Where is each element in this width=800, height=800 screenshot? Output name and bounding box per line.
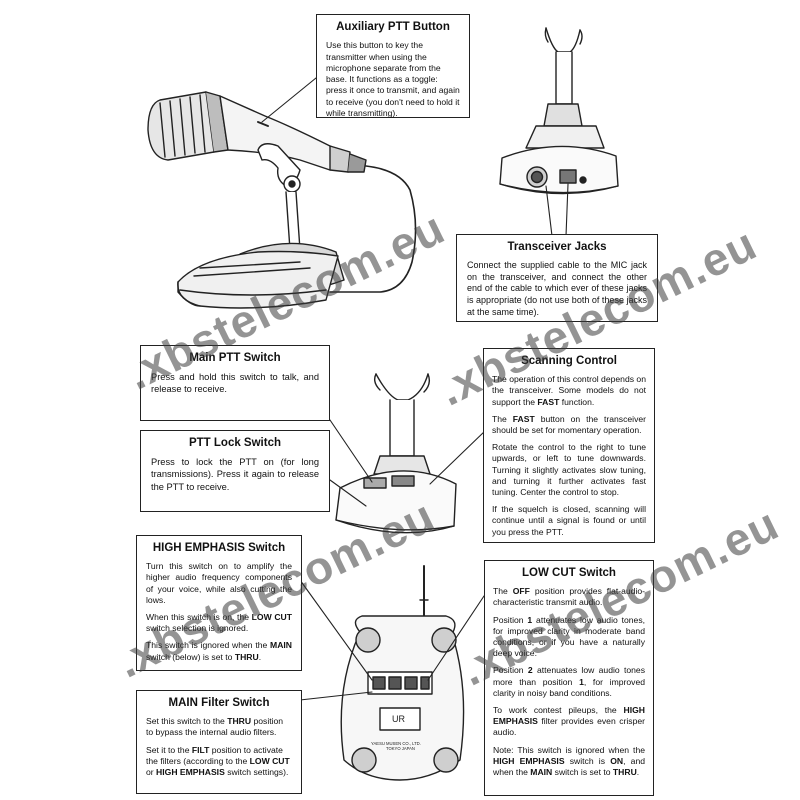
low-cut-p1: The OFF position provides flat-audio-cha… xyxy=(493,586,645,608)
main-filter-p2: Set it to the FILT position to activate … xyxy=(146,744,290,778)
scanning-p3: Rotate the control to the right to tune … xyxy=(492,442,646,498)
main-ptt-text: Press and hold this switch to talk, and … xyxy=(151,372,319,395)
low-cut-p4: To work contest pileups, the HIGH EMPHAS… xyxy=(493,705,646,738)
ptt-lock-callout: PTT Lock Switch Press to lock the PTT on… xyxy=(140,430,330,512)
high-emphasis-p3: This switch is ignored when the MAIN swi… xyxy=(146,640,292,662)
ptt-lock-title: PTT Lock Switch xyxy=(188,437,281,449)
main-ptt-callout: Main PTT Switch Press and hold this swit… xyxy=(140,345,330,421)
high-emphasis-p1: Turn this switch on to amplify the highe… xyxy=(146,561,292,605)
auxiliary-ptt-text: Use this button to key the transmitter w… xyxy=(326,40,460,118)
base-maker-label: YAESU MUSEN CO., LTD. xyxy=(371,741,421,746)
stand-middle-illustration xyxy=(329,373,487,534)
low-cut-title: LOW CUT Switch xyxy=(522,567,616,579)
low-cut-callout: LOW CUT Switch The OFF position provides… xyxy=(484,560,654,796)
scanning-control-callout: Scanning Control The operation of this c… xyxy=(483,348,655,543)
scanning-p2: The FAST button on the transceiver shoul… xyxy=(492,413,647,436)
high-emphasis-title: HIGH EMPHASIS Switch xyxy=(152,542,286,554)
microphone-illustration xyxy=(147,91,417,309)
stand-rear-illustration xyxy=(499,27,619,237)
low-cut-p3: Position 2 attenuates low audio tones mo… xyxy=(493,665,646,698)
scanning-p1: The operation of this control depends on… xyxy=(492,374,646,407)
scanning-p4: If the squelch is closed, scanning will … xyxy=(492,504,646,537)
main-ptt-title: Main PTT Switch xyxy=(189,352,281,364)
main-filter-p1: Set this switch to the THRU position to … xyxy=(146,716,284,738)
base-ur-label: UR xyxy=(392,714,405,724)
high-emphasis-p2: When this switch is on, the LOW CUT swit… xyxy=(146,612,292,634)
leader-ptt xyxy=(261,77,317,123)
transceiver-jacks-text: Connect the supplied cable to the MIC ja… xyxy=(467,260,647,317)
transceiver-jacks-title: Transceiver Jacks xyxy=(507,241,607,253)
low-cut-p5: Note: This switch is ignored when the HI… xyxy=(493,744,645,778)
scanning-control-title: Scanning Control xyxy=(521,355,617,367)
auxiliary-ptt-title: Auxiliary PTT Button xyxy=(336,21,450,33)
low-cut-p2: Position 1 attenuates low audio tones, f… xyxy=(493,614,646,659)
main-filter-title: MAIN Filter Switch xyxy=(168,697,270,709)
base-maker-label-2: TOKYO JAPAN xyxy=(386,746,415,751)
main-filter-callout: MAIN Filter Switch Set this switch to th… xyxy=(136,690,302,794)
high-emphasis-callout: HIGH EMPHASIS Switch Turn this switch on… xyxy=(136,535,302,671)
ptt-lock-text: Press to lock the PTT on (for long trans… xyxy=(151,457,319,492)
auxiliary-ptt-callout: Auxiliary PTT Button Use this button to … xyxy=(316,14,470,118)
base-labels: UR YAESU MUSEN CO., LTD. TOKYO JAPAN xyxy=(371,714,421,751)
transceiver-jacks-callout: Transceiver Jacks Connect the supplied c… xyxy=(456,234,658,322)
base-bottom-illustration xyxy=(299,565,485,781)
